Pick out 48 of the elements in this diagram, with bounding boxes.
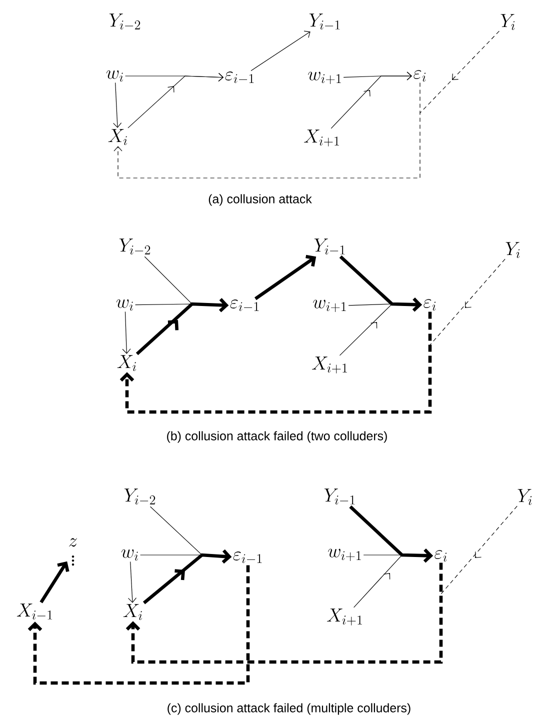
caption: (a) collusion attack xyxy=(208,194,312,206)
variable-label: $Y_{i}$ xyxy=(518,489,532,506)
variable-label: $Y_{i-1}$ xyxy=(324,488,355,504)
variable-label: $X_{i-1}$ xyxy=(16,604,52,620)
variable-label: $w_{i+1}$ xyxy=(313,300,346,312)
arrow xyxy=(254,254,316,300)
variable-label: $\varepsilon_{i}$ xyxy=(434,550,447,562)
variable-label: $X_{i}$ xyxy=(117,355,136,372)
caption: (b) collusion attack failed (two colluders) xyxy=(167,431,387,443)
arrow xyxy=(330,72,412,129)
variable-label: $X_{i}$ xyxy=(108,129,127,146)
variable-label: $w_{i+1}$ xyxy=(308,72,341,84)
variable-label: $\varepsilon_{i-1}$ xyxy=(233,552,262,564)
arrow xyxy=(122,311,131,354)
arrow xyxy=(349,505,433,563)
variable-label: $w_{i}$ xyxy=(106,70,123,82)
arrow xyxy=(136,298,229,356)
arrow xyxy=(250,30,310,72)
variable-label: $X_{i+1}$ xyxy=(312,356,347,374)
variable-label: $z$ $\vdots$ xyxy=(69,538,77,566)
variable-label: $Y_{i}$ xyxy=(506,242,520,258)
variable-label: $Y_{i-1}$ xyxy=(314,238,345,254)
arrow xyxy=(40,561,70,604)
variable-label: $Y_{i-1}$ xyxy=(309,14,340,30)
arrow xyxy=(128,72,224,128)
arrow xyxy=(142,549,232,604)
arrow xyxy=(113,82,122,128)
variable-label: $w_{i}$ xyxy=(121,549,138,561)
variable-label: $Y_{i-2}$ xyxy=(124,488,156,504)
variable-label: $Y_{i}$ xyxy=(500,14,515,30)
caption: (c) collusion attack failed (multiple colluders) xyxy=(168,703,410,715)
variable-label: $X_{i}$ xyxy=(123,604,142,620)
arrow xyxy=(339,255,422,312)
arrow xyxy=(28,565,250,685)
variable-label: $\varepsilon_{i}$ xyxy=(424,299,436,311)
variable-label: $\varepsilon_{i-1}$ xyxy=(225,72,254,84)
variable-label: $w_{i+1}$ xyxy=(328,548,361,561)
variable-label: $\varepsilon_{i-1}$ xyxy=(230,300,259,312)
arrow xyxy=(120,312,432,414)
variable-label: $Y_{i-2}$ xyxy=(109,14,140,30)
arrow xyxy=(126,562,443,664)
variable-label: $\varepsilon_{i}$ xyxy=(414,70,426,82)
variable-label: $X_{i+1}$ xyxy=(327,608,362,626)
variable-label: $w_{i}$ xyxy=(116,299,133,311)
variable-label: $X_{i+1}$ xyxy=(304,130,339,146)
arrow xyxy=(128,561,137,603)
variable-label: $Y_{i-2}$ xyxy=(119,238,150,254)
arrow xyxy=(114,82,420,178)
